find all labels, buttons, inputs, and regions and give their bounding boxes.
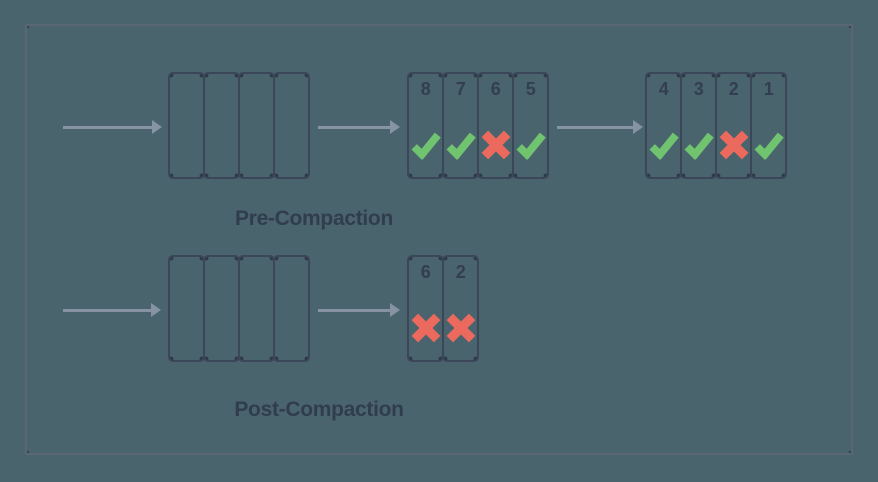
arrow-shaft: [63, 125, 152, 129]
log-segment: 4: [645, 72, 682, 179]
segment-offset-label: 2: [728, 79, 739, 99]
log-segment: 8: [407, 72, 444, 179]
log-segment: [273, 255, 310, 362]
pre-compaction-label: Pre-Compaction: [235, 207, 393, 230]
arrow-icon: [557, 120, 643, 134]
post-compaction-label: Post-Compaction: [234, 398, 404, 421]
segment-offset-label: 8: [420, 79, 431, 99]
log-segment: 3: [680, 72, 717, 179]
log-box-post-offsets-6-2: 6 2: [407, 255, 479, 362]
log-segment: 5: [512, 72, 549, 179]
arrow-icon: [318, 120, 400, 134]
arrow-shaft: [63, 308, 151, 312]
segment-offset-label: 5: [525, 79, 536, 99]
log-segment: 6: [407, 255, 444, 362]
arrow-head-icon: [390, 303, 400, 317]
log-box-pre-offsets-4-1: 4 3 2 1: [645, 72, 787, 179]
log-segment: [273, 72, 310, 179]
log-box-pre-offsets-8-5: 8 7 6 5: [407, 72, 549, 179]
arrow-head-icon: [390, 120, 400, 134]
arrow-icon: [63, 303, 161, 317]
check-icon: [648, 131, 679, 161]
segment-offset-label: 3: [693, 79, 704, 99]
segment-offset-label: 7: [455, 79, 466, 99]
check-icon: [515, 131, 546, 161]
segment-offset-label: 2: [455, 262, 466, 282]
segment-offset-label: 6: [420, 262, 431, 282]
segment-offset-label: 1: [763, 79, 774, 99]
check-icon: [683, 131, 714, 161]
log-segment: 6: [477, 72, 514, 179]
arrow-shaft: [318, 125, 390, 129]
arrow-head-icon: [151, 303, 161, 317]
cross-icon: [444, 312, 477, 345]
log-segment: [238, 72, 275, 179]
cross-icon: [409, 312, 442, 345]
segment-offset-label: 4: [658, 79, 669, 99]
log-box-pre-empty: [168, 72, 310, 179]
arrow-shaft: [557, 125, 633, 129]
arrow-head-icon: [633, 120, 643, 134]
log-segment: [168, 72, 205, 179]
cross-icon: [479, 129, 512, 162]
segment-offset-label: 6: [490, 79, 501, 99]
log-segment: [238, 255, 275, 362]
log-segment: 7: [442, 72, 479, 179]
log-segment: [168, 255, 205, 362]
check-icon: [445, 131, 476, 161]
check-icon: [753, 131, 784, 161]
log-segment: 2: [442, 255, 479, 362]
log-segment: 2: [715, 72, 752, 179]
arrow-icon: [318, 303, 400, 317]
log-segment: [203, 255, 240, 362]
log-segment: 1: [750, 72, 787, 179]
cross-icon: [717, 129, 750, 162]
arrow-head-icon: [152, 120, 162, 134]
check-icon: [410, 131, 441, 161]
arrow-icon: [63, 120, 162, 134]
log-segment: [203, 72, 240, 179]
log-box-post-empty: [168, 255, 310, 362]
arrow-shaft: [318, 308, 390, 312]
